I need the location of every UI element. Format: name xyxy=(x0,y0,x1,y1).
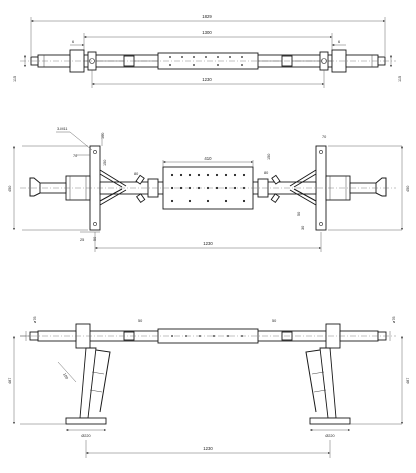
bottom-foot-left xyxy=(65,417,107,425)
thread-label: 3-М11 xyxy=(57,127,67,131)
dim-leg-label: 100 xyxy=(62,373,69,380)
dim-inner-label: 1300 xyxy=(202,30,212,35)
dim-height-bottom-right-label: 487 xyxy=(406,378,410,384)
dim-hub-left-label: 115 xyxy=(13,76,17,82)
mid-arm-right xyxy=(289,169,317,206)
dim-flange-label: 100 xyxy=(101,133,105,139)
dim-bolt-right-label: 50 xyxy=(297,212,301,216)
dim-overall-label: 1829 xyxy=(202,14,212,19)
bottom-leg-right xyxy=(319,347,337,419)
top-view: 1829 1300 6 6 xyxy=(13,14,402,88)
mid-hole-grid xyxy=(170,173,246,203)
dim-height-left-label: 450 xyxy=(8,186,12,192)
dim-tab-right-label: 70 xyxy=(322,135,326,139)
dim-hub-right-label: 115 xyxy=(398,76,402,82)
dim-bracket-label: 70 xyxy=(73,154,77,158)
dim-angle-left-label: 80 xyxy=(134,172,138,176)
dim-tube-left-label: 50 xyxy=(138,319,142,323)
dim-pad-l-label: 25 xyxy=(80,238,84,242)
dim-foot-left-label: Ø220 xyxy=(81,434,90,438)
dim-offset-right-label: 6 xyxy=(338,40,340,44)
dim-base-mid-label: 1230 xyxy=(203,241,213,246)
dim-center-plate-label: 410 xyxy=(204,156,212,161)
dim-height-bottom-left-label: 487 xyxy=(8,378,12,384)
dim-angle-right-label: 80 xyxy=(264,171,268,175)
dim-arm-left-label: 150 xyxy=(103,160,107,166)
dim-small-right-label: 30 xyxy=(301,226,305,230)
bottom-view: 100 ø76 ø76 50 50 487 487 Ø220 Ø220 1230 xyxy=(8,316,410,458)
dim-height-right-label: 450 xyxy=(406,186,410,192)
dim-foot-right-label: Ø220 xyxy=(325,434,334,438)
mid-view: 450 450 3-М11 100 70 150 80 25 50 410 70… xyxy=(8,127,410,252)
dim-dia-left-label: ø76 xyxy=(33,316,37,323)
mid-arm-left xyxy=(99,169,127,206)
dim-offset-left-label: 6 xyxy=(72,40,74,44)
dim-arm-right-label: 150 xyxy=(267,154,271,160)
dim-tube-right-label: 50 xyxy=(272,319,276,323)
dim-base-bottom-label: 1230 xyxy=(203,446,213,451)
bottom-leg-left xyxy=(79,347,97,419)
dim-base-top-label: 1230 xyxy=(202,77,212,82)
bottom-foot-right xyxy=(309,417,351,425)
dim-dia-right-label: ø76 xyxy=(392,316,396,323)
